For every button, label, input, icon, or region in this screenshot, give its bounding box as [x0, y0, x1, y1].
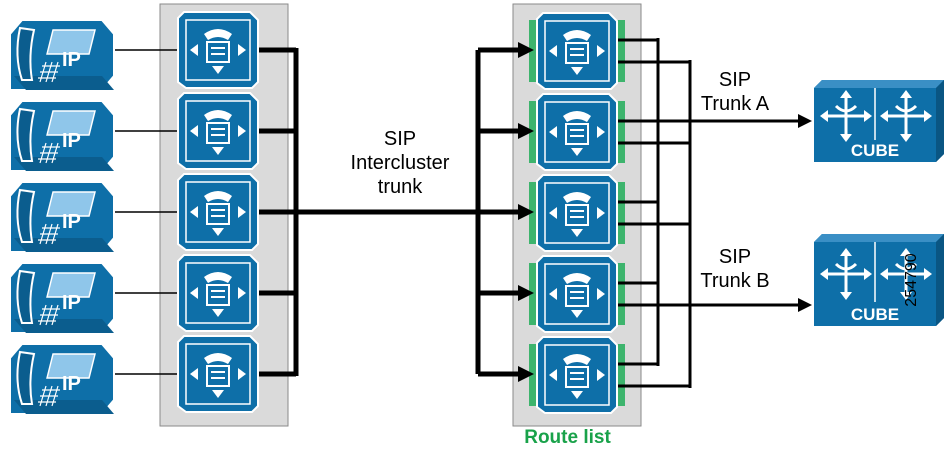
- left-cm-node: [177, 11, 259, 89]
- ip-phone: IP: [9, 19, 115, 91]
- trunk-a-label-line: SIP: [718, 69, 752, 91]
- left-cm-node: [177, 173, 259, 251]
- intercluster-trunk-label: SIP Intercluster trunk: [340, 127, 460, 199]
- trunk-b-label-line: SIP: [718, 246, 752, 268]
- figure-id: 254790: [903, 253, 920, 307]
- trunk-connections: [616, 38, 692, 388]
- svg-text:IP: IP: [62, 49, 81, 71]
- svg-text:CUBE: CUBE: [851, 141, 899, 160]
- trunk-b-label: SIP Trunk B: [690, 245, 780, 293]
- route-list-cm-node: [536, 336, 618, 414]
- route-list-arrows: [475, 42, 534, 382]
- route-list-cm-node: [536, 174, 618, 252]
- intercluster-label-line: trunk: [377, 176, 423, 198]
- trunk-b-label-line: Trunk B: [700, 270, 770, 292]
- trunk-a-label: SIP Trunk A: [690, 68, 780, 116]
- route-list-cm-node: [536, 255, 618, 333]
- ip-phone: IP: [9, 100, 115, 172]
- ip-phone: IP: [9, 262, 115, 334]
- svg-text:IP: IP: [62, 211, 81, 233]
- route-list-label: Route list: [524, 427, 611, 448]
- left-cm-node: [177, 335, 259, 413]
- route-list-cm-node: [536, 93, 618, 171]
- left-cm-node: [177, 92, 259, 170]
- ip-phone: IP: [9, 343, 115, 415]
- svg-text:IP: IP: [62, 292, 81, 314]
- phone-links: [112, 49, 178, 375]
- route-list-cm-node: [536, 12, 618, 90]
- svg-text:IP: IP: [62, 373, 81, 395]
- intercluster-label-line: Intercluster: [350, 152, 450, 174]
- ip-phone: IP: [9, 181, 115, 253]
- left-cm-node: [177, 254, 259, 332]
- cube-gateway-b: CUBE: [814, 234, 944, 326]
- svg-text:IP: IP: [62, 130, 81, 152]
- svg-text:CUBE: CUBE: [851, 305, 899, 324]
- sip-trunk-lines: [658, 114, 812, 312]
- trunk-a-label-line: Trunk A: [700, 93, 770, 115]
- cube-gateway-a: CUBE: [814, 80, 944, 162]
- intercluster-label-line: SIP: [383, 128, 417, 150]
